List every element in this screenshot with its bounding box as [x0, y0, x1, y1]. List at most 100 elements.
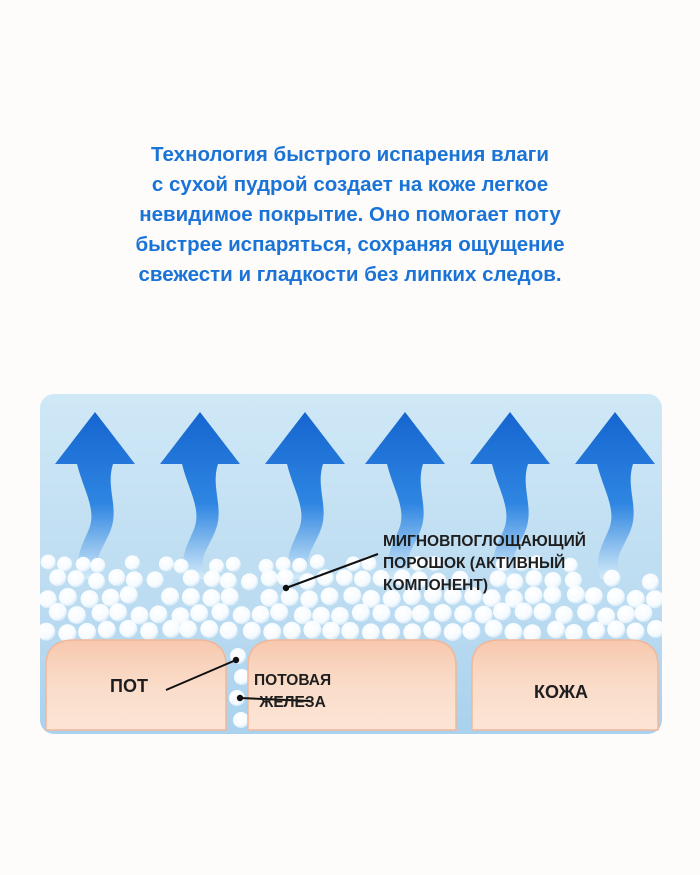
powder-bead	[88, 572, 106, 590]
powder-bead	[564, 571, 582, 589]
skin-block-middle	[247, 639, 457, 731]
powder-bead	[300, 590, 319, 609]
powder-bead	[424, 585, 442, 604]
powder-bead	[361, 623, 380, 642]
label-powder-line-3: КОМПОНЕНТ)	[383, 577, 488, 594]
powder-bead	[270, 603, 289, 622]
headline-line-5: свежести и гладкости без липких следов.	[138, 263, 562, 286]
powder-bead	[443, 586, 462, 605]
powder-bead	[182, 569, 200, 587]
powder-bead	[617, 605, 636, 624]
powder-bead	[426, 556, 442, 572]
powder-bead	[260, 588, 279, 607]
headline-line-2: с сухой пудрой создает на коже легкое	[151, 173, 549, 196]
powder-bead	[263, 622, 282, 641]
powder-bead	[514, 602, 533, 621]
label-powder: МИГНОВПОГЛОЩАЮЩИЙ ПОРОШОК (АКТИВНЫЙ КОМП…	[383, 531, 586, 597]
vapor-arrow-icon	[575, 412, 655, 579]
powder-bead	[482, 589, 501, 608]
label-sweat-gland: ПОТОВАЯ ЖЕЛЕЗА	[254, 670, 331, 714]
powder-bead	[362, 590, 381, 608]
powder-bead	[130, 606, 149, 625]
powder-bead	[393, 569, 411, 587]
powder-bead	[343, 586, 362, 605]
powder-bead	[584, 587, 603, 606]
powder-bead	[606, 588, 625, 606]
powder-bead	[382, 623, 401, 642]
powder-bead	[91, 603, 110, 622]
powder-bead	[146, 571, 164, 589]
powder-bead	[607, 620, 626, 639]
powder-bead	[351, 603, 370, 622]
powder-bead	[489, 570, 507, 588]
powder-bead	[524, 586, 543, 605]
powder-bead	[423, 620, 442, 639]
powder-bead	[140, 622, 159, 641]
powder-bead	[303, 620, 322, 639]
powder-bead	[58, 588, 77, 606]
evaporation-diagram: МИГНОВПОГЛОЩАЮЩИЙ ПОРОШОК (АКТИВНЫЙ КОМП…	[40, 394, 662, 734]
powder-bead	[410, 556, 426, 572]
powder-bead	[312, 606, 331, 625]
powder-bead	[40, 554, 56, 570]
powder-bead	[474, 605, 493, 624]
powder-bead	[97, 620, 116, 639]
pointer-sweat-gland-dot	[236, 694, 244, 702]
powder-bead	[354, 570, 371, 588]
powder-bead	[190, 604, 209, 623]
diagram-illustration	[40, 394, 662, 734]
powder-bead	[225, 556, 241, 572]
powder-bead	[394, 605, 413, 624]
pointer-sweat-dot	[232, 656, 240, 664]
powder-bead	[403, 623, 422, 642]
powder-bead	[372, 569, 390, 587]
powder-bead	[484, 619, 503, 638]
vapor-arrow-icon	[160, 412, 240, 579]
headline-line-1: Технология быстрого испарения влаги	[151, 143, 549, 166]
powder-bead	[454, 605, 473, 624]
powder-bead	[119, 585, 138, 604]
powder-bead	[149, 605, 168, 624]
powder-bead	[181, 588, 200, 606]
powder-bead	[203, 570, 221, 588]
powder-bead	[533, 602, 552, 621]
powder-bead	[173, 558, 189, 574]
vapor-arrow-icon	[265, 412, 345, 579]
powder-bead	[161, 587, 180, 606]
powder-bead	[292, 557, 308, 573]
powder-bead	[544, 572, 562, 589]
powder-bead	[647, 620, 662, 638]
powder-bead	[219, 572, 237, 590]
powder-bead	[108, 569, 126, 586]
powder-bead	[566, 585, 585, 604]
powder-bead	[603, 569, 621, 587]
powder-bead	[200, 620, 219, 639]
powder-bead	[40, 590, 57, 609]
powder-bead	[547, 620, 565, 639]
powder-bead	[202, 589, 221, 608]
powder-bead	[372, 604, 391, 623]
powder-bead	[464, 587, 483, 606]
powder-bead	[316, 569, 334, 587]
powder-bead	[505, 590, 523, 608]
vapor-arrow-icon	[55, 412, 135, 579]
powder-bead	[641, 573, 659, 591]
powder-bead	[523, 624, 542, 643]
powder-bead	[382, 589, 401, 608]
powder-bead	[158, 556, 174, 572]
vapor-arrow-icon	[470, 412, 550, 579]
powder-bead	[433, 604, 452, 622]
powder-bead	[493, 602, 511, 621]
powder-bead	[555, 605, 574, 624]
skin-block-right	[471, 639, 659, 731]
powder-bead	[309, 554, 325, 570]
powder-bead	[411, 604, 430, 623]
label-sweat-gland-line-2: ЖЕЛЕЗА	[259, 694, 326, 711]
powder-bead	[565, 624, 583, 642]
powder-bead	[40, 622, 56, 641]
headline-text: Технология быстрого испарения влаги с су…	[40, 140, 660, 290]
powder-bead	[429, 572, 447, 590]
powder-bead	[646, 590, 662, 609]
powder-bead	[587, 621, 606, 640]
powder-bead	[597, 607, 616, 626]
